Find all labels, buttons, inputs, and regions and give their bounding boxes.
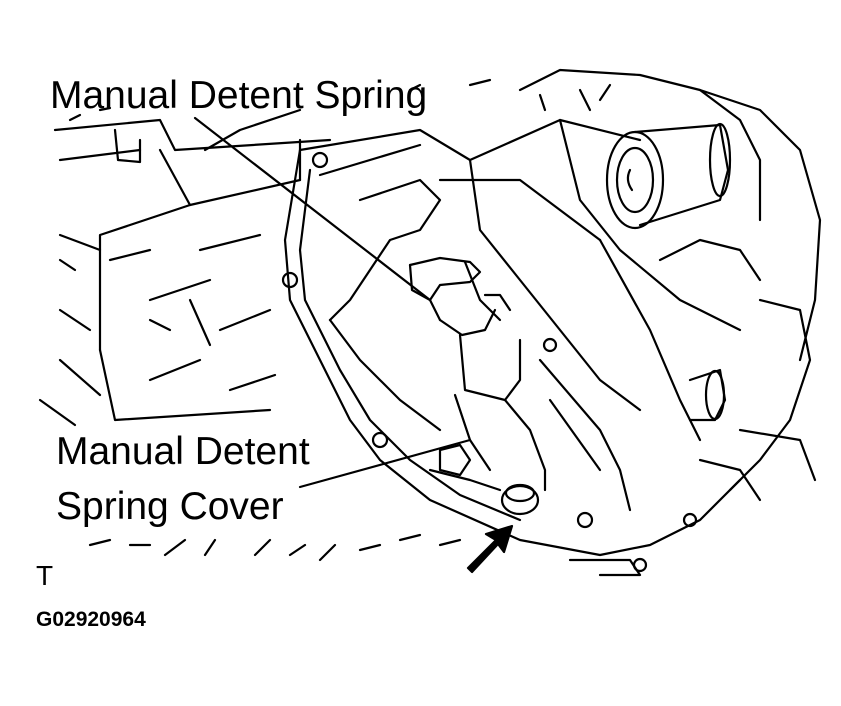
leader-lines	[193, 116, 472, 489]
view-code: T	[36, 560, 54, 591]
figure-code: G02920964	[36, 608, 146, 631]
transaxle-housing	[518, 68, 822, 577]
label-manual-detent-spring: Manual Detent Spring	[50, 74, 428, 117]
background-hatching	[38, 78, 492, 562]
leader-line-detent-spring-cover	[298, 438, 472, 489]
bolt-arrow-icon	[466, 524, 514, 574]
valve-body-cover	[281, 118, 742, 573]
detent-spring-part	[408, 256, 547, 492]
label-manual-detent-spring-cover-line2: Spring Cover	[56, 485, 284, 528]
leader-line-detent-spring	[193, 116, 432, 302]
detent-spring-cover-part	[428, 443, 540, 516]
label-manual-detent-spring-cover-line1: Manual Detent	[56, 430, 310, 473]
